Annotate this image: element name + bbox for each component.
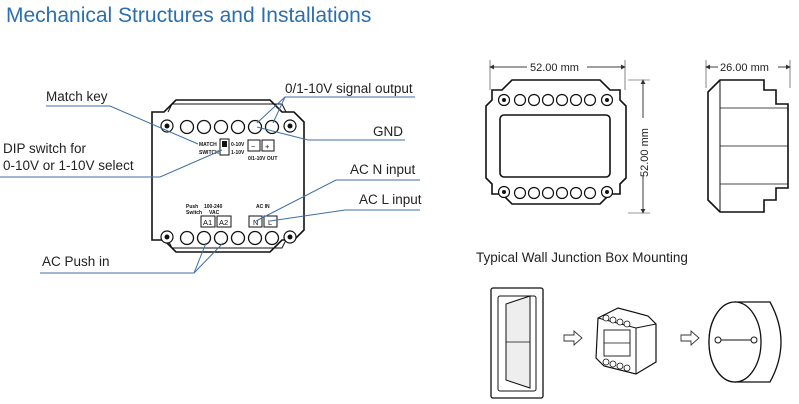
term-n: N bbox=[253, 218, 258, 227]
switch-label-2: Switch bbox=[186, 210, 202, 216]
term-a2: A2 bbox=[219, 218, 228, 227]
mount-hole bbox=[283, 119, 297, 133]
callout-ac-push-in: AC Push in bbox=[42, 254, 110, 269]
bottom-terminal-row bbox=[179, 230, 280, 246]
width-dimension: 52.00 mm bbox=[530, 62, 579, 74]
page-title: Mechanical Structures and Installations bbox=[6, 4, 372, 27]
match-label: MATCH bbox=[199, 142, 217, 148]
out-minus: − bbox=[251, 142, 256, 151]
callout-signal-output: 0/1-10V signal output bbox=[285, 81, 413, 96]
mount-hole bbox=[160, 119, 174, 133]
callout-dip-switch-line2: 0-10V or 1-10V select bbox=[3, 158, 134, 173]
mount-hole bbox=[160, 230, 174, 244]
top-terminal-row bbox=[179, 119, 280, 135]
vac-label: VAC bbox=[209, 210, 220, 216]
mount-hole bbox=[283, 230, 297, 244]
ac-in-label: AC IN bbox=[256, 204, 270, 210]
arrow-icon bbox=[563, 330, 583, 346]
dimension-side-view: 26.00 mm bbox=[705, 60, 791, 213]
opt-1-10v: 1-10V bbox=[231, 150, 245, 156]
push-label: Push bbox=[186, 204, 198, 210]
out-label: 0/1-10V OUT bbox=[248, 156, 277, 162]
arrow-icon bbox=[680, 330, 700, 346]
callout-dip-switch-line1: DIP switch for bbox=[3, 141, 87, 156]
depth-dimension: 26.00 mm bbox=[720, 62, 769, 74]
opt-0-10v: 0-10V bbox=[231, 142, 245, 148]
callout-ac-n-input: AC N input bbox=[350, 162, 416, 177]
height-dimension: 52.00 mm bbox=[639, 128, 651, 177]
dimension-front-view: 52.00 mm 52.00 mm bbox=[485, 60, 651, 214]
junction-box-illustration bbox=[708, 301, 782, 383]
wall-switch-illustration bbox=[490, 287, 544, 399]
callout-gnd: GND bbox=[373, 124, 403, 139]
callout-ac-l-input: AC L input bbox=[359, 192, 422, 207]
voltage-label: 100-240 bbox=[204, 204, 223, 210]
callout-match-key: Match key bbox=[46, 89, 108, 104]
term-a1: A1 bbox=[203, 218, 212, 227]
switch-label: SWITCH bbox=[199, 150, 219, 156]
module-illustration bbox=[595, 307, 657, 375]
mounting-caption: Typical Wall Junction Box Mounting bbox=[476, 250, 688, 265]
leader-lines bbox=[0, 96, 420, 274]
out-plus: + bbox=[265, 142, 270, 151]
device-front-view: MATCH SWITCH 0-10V 1-10V − + 0/1-10V OUT… bbox=[151, 99, 305, 253]
term-l: L bbox=[268, 218, 272, 227]
